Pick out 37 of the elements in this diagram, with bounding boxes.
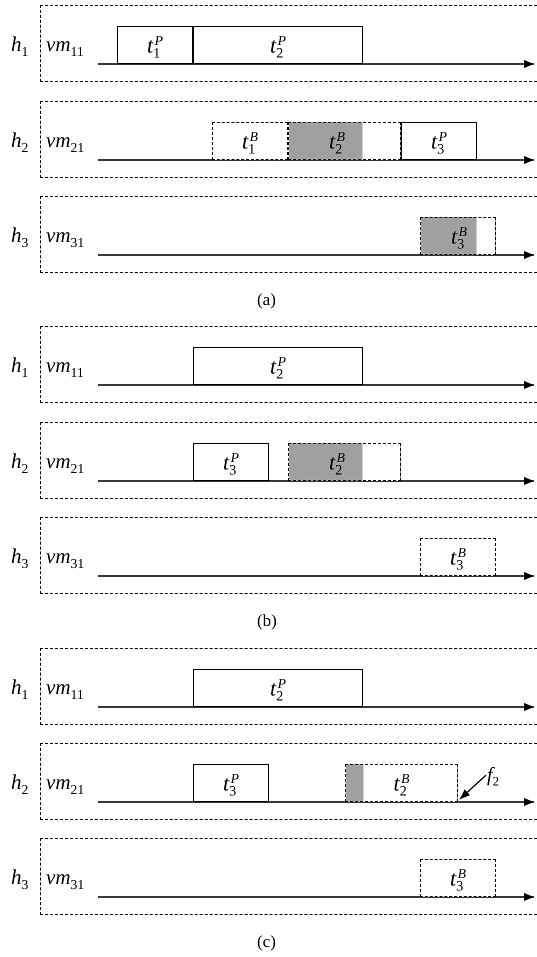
subfigure-caption: (c) (257, 932, 276, 952)
host-label: h$_{2}$ (11, 772, 28, 796)
primary-task-box (193, 347, 363, 385)
backup-task-box (212, 122, 288, 160)
vm-label: vm$_{31}$ (46, 867, 84, 892)
leader-arrow (460, 774, 486, 800)
backup-task-box (345, 764, 458, 802)
primary-task-box (193, 669, 363, 707)
host-label: h$_{2}$ (11, 451, 28, 476)
vm-label: vm$_{21}$ (46, 130, 84, 154)
vm-label: vm$_{11}$ (46, 34, 84, 58)
vm-label: vm$_{31}$ (46, 546, 84, 570)
host-label: h$_{2}$ (11, 130, 28, 154)
backup-task-box (420, 217, 496, 255)
host-label: h$_{1}$ (11, 34, 28, 58)
backup-task-box (288, 122, 401, 160)
host-label: h$_{3}$ (11, 546, 28, 570)
failure-label: f$_{2}$ (487, 765, 500, 788)
host-label: h$_{3}$ (11, 225, 28, 250)
host-label: h$_{1}$ (11, 355, 28, 380)
vm-label: vm$_{11}$ (46, 355, 84, 380)
host-label: h$_{1}$ (11, 677, 28, 702)
subfigure-caption: (b) (257, 611, 277, 631)
host-label: h$_{3}$ (11, 867, 28, 892)
backup-task-box (420, 859, 496, 897)
subfigure-caption: (a) (257, 290, 276, 310)
primary-task-box (193, 26, 363, 64)
primary-task-box (193, 764, 269, 802)
primary-task-box (193, 443, 269, 481)
primary-task-box (401, 122, 477, 160)
vm-label: vm$_{11}$ (46, 677, 84, 702)
backup-task-box (288, 443, 401, 481)
vm-label: vm$_{21}$ (46, 772, 84, 796)
vm-label: vm$_{21}$ (46, 451, 84, 476)
backup-task-box (420, 538, 496, 576)
primary-task-box (117, 26, 193, 64)
vm-label: vm$_{31}$ (46, 225, 84, 250)
